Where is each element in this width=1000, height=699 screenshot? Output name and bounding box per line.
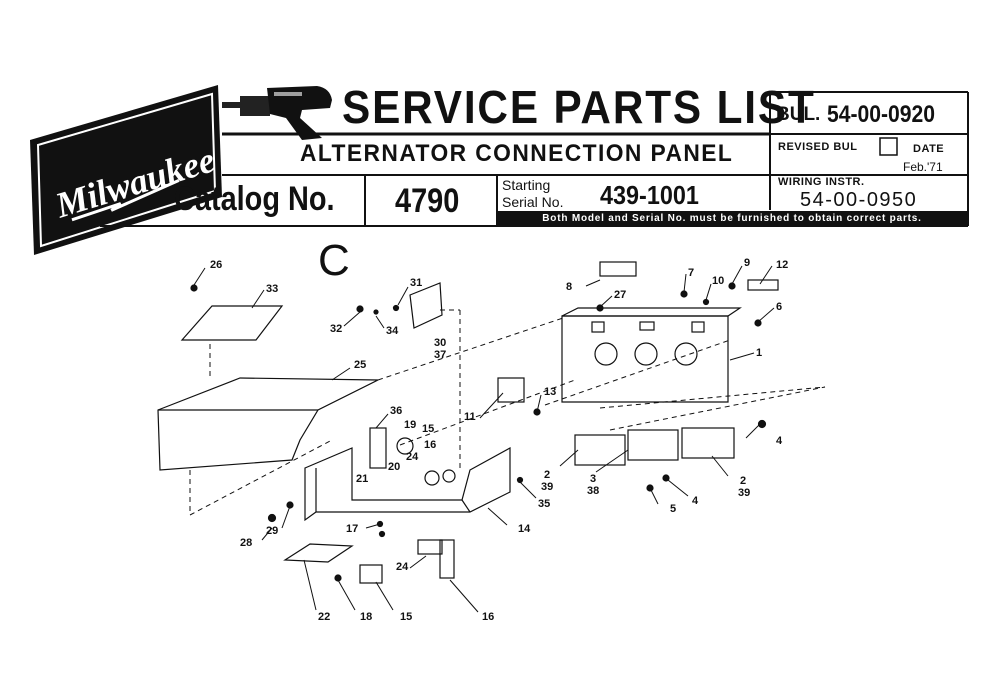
callout-31: 31 xyxy=(410,277,422,289)
callout-16a: 16 xyxy=(424,439,436,451)
terminal-board-part xyxy=(409,282,443,329)
callout-15a: 15 xyxy=(422,423,434,435)
callout-9: 9 xyxy=(744,257,750,269)
callout-26: 26 xyxy=(210,259,222,271)
callout-2a: 2 xyxy=(544,469,550,481)
bulletin-label: BUL. xyxy=(776,104,821,125)
catalog-number: 4790 xyxy=(395,182,460,220)
connector-12-part xyxy=(747,279,779,291)
callout-27: 27 xyxy=(614,289,626,301)
callout-34: 34 xyxy=(386,325,399,337)
callout-29: 29 xyxy=(266,525,278,537)
page-title: SERVICE PARTS LIST xyxy=(342,81,816,133)
switch-left xyxy=(574,434,626,466)
callout-17: 17 xyxy=(346,523,358,535)
callout-14: 14 xyxy=(518,523,531,535)
bracket-36-part xyxy=(369,427,387,469)
relay-part xyxy=(599,261,637,277)
callout-4a: 4 xyxy=(776,435,783,447)
plate-part xyxy=(180,305,284,341)
callout-21: 21 xyxy=(356,473,368,485)
date-value: Feb.'71 xyxy=(903,160,943,174)
switch-middle xyxy=(627,429,679,461)
callout-22: 22 xyxy=(318,611,330,623)
callout-24b: 24 xyxy=(396,561,409,573)
notice-banner: Both Model and Serial No. must be furnis… xyxy=(497,211,967,227)
callout-5: 5 xyxy=(670,503,676,515)
callout-1: 1 xyxy=(756,347,762,359)
callout-3: 3 xyxy=(590,473,596,485)
callout-38: 38 xyxy=(587,485,599,497)
callout-16b: 16 xyxy=(482,611,494,623)
callout-7: 7 xyxy=(688,267,694,279)
serial-label: Serial No. xyxy=(502,194,564,210)
callout-39b: 39 xyxy=(738,487,750,499)
callout-8: 8 xyxy=(566,281,572,293)
section-letter: C xyxy=(318,236,350,285)
chassis-part xyxy=(304,446,511,522)
revised-label: REVISED BUL xyxy=(778,141,858,153)
cover-part xyxy=(157,377,379,471)
callout-13: 13 xyxy=(544,386,556,398)
milwaukee-logo: Milwaukee xyxy=(30,85,222,255)
base-plate-part xyxy=(283,543,354,563)
starting-label: Starting xyxy=(502,177,551,193)
callout-12: 12 xyxy=(776,259,788,271)
drill-illustration xyxy=(222,86,332,140)
transformer-part xyxy=(497,377,525,403)
callout-32: 32 xyxy=(330,323,342,335)
lamp-15-part xyxy=(359,564,383,584)
grommet-16-part xyxy=(442,469,456,483)
callout-15b: 15 xyxy=(400,611,412,623)
callout-19: 19 xyxy=(404,419,416,431)
callout-18: 18 xyxy=(360,611,372,623)
wiring-number: 54-00-0950 xyxy=(800,189,918,211)
callout-24a: 24 xyxy=(406,451,419,463)
connector-24-part xyxy=(417,539,443,555)
callout-25: 25 xyxy=(354,359,366,371)
grommet-19-part xyxy=(396,437,414,455)
page-subtitle: ALTERNATOR CONNECTION PANEL xyxy=(300,140,734,167)
callout-11: 11 xyxy=(464,411,476,423)
bulletin-number: 54-00-0920 xyxy=(827,101,936,128)
callout-39a: 39 xyxy=(541,481,553,493)
serial-number: 439-1001 xyxy=(600,180,699,210)
callout-28: 28 xyxy=(240,537,252,549)
callout-6: 6 xyxy=(776,301,782,313)
grommet-15-part xyxy=(424,470,440,486)
callout-35: 35 xyxy=(538,498,550,510)
date-label: DATE xyxy=(913,143,945,155)
callout-36: 36 xyxy=(390,405,402,417)
plug-16-part xyxy=(439,539,455,579)
catalog-label: Catalog No. xyxy=(174,180,335,218)
switch-right xyxy=(681,427,735,459)
callout-10: 10 xyxy=(712,275,724,287)
callout-20: 20 xyxy=(388,461,400,473)
callout-37: 37 xyxy=(434,349,446,361)
callout-4b: 4 xyxy=(692,495,699,507)
callout-33: 33 xyxy=(266,283,278,295)
callout-30: 30 xyxy=(434,337,446,349)
callout-2b: 2 xyxy=(740,475,746,487)
wiring-label: WIRING INSTR. xyxy=(778,176,865,188)
